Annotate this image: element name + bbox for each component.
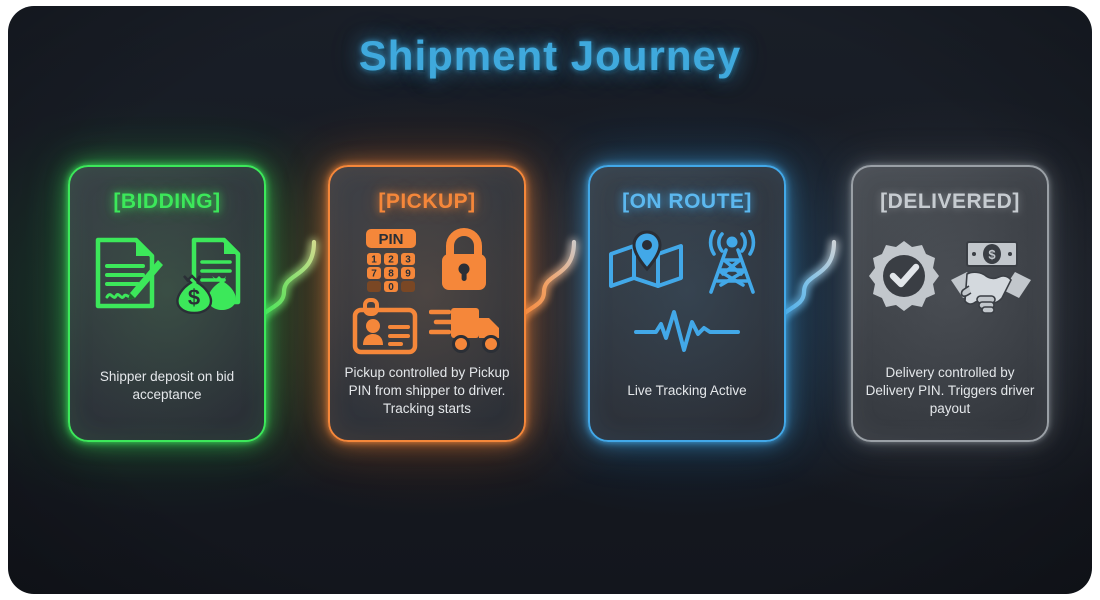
keypad-key-0: 0 [388, 282, 394, 292]
dark-panel: Shipment Journey [8, 6, 1092, 594]
signed-document-pen-icon [88, 232, 164, 314]
card-description-delivered: Delivery controlled by Delivery PIN. Tri… [865, 365, 1035, 416]
card-icons-pickup: PIN 1 2 3 7 8 [337, 226, 517, 356]
stage-card-pickup[interactable]: [PICKUP] PIN 1 2 3 [328, 165, 526, 442]
map-location-pin-icon [607, 230, 685, 294]
svg-text:$: $ [188, 285, 200, 310]
svg-text:$: $ [988, 247, 996, 262]
broadcast-tower-icon [697, 230, 767, 294]
keypad-key-1: 1 [371, 255, 377, 266]
page-title: Shipment Journey [358, 32, 742, 79]
card-icons-delivered: $ [860, 238, 1040, 314]
card-description-pickup: Pickup controlled by Pickup PIN from shi… [344, 365, 510, 416]
keypad-label: PIN [378, 231, 403, 248]
stage-card-bidding[interactable]: [BIDDING] [68, 165, 266, 442]
card-description-onroute: Live Tracking Active [627, 383, 747, 398]
pin-keypad-icon: PIN 1 2 3 7 8 [359, 226, 423, 292]
keypad-key-8: 8 [388, 269, 394, 280]
keypad-key-9: 9 [405, 269, 411, 280]
keypad-key-3: 3 [405, 255, 411, 266]
card-title-pickup: [PICKUP] [378, 190, 476, 213]
keypad-key-2: 2 [388, 255, 394, 266]
verified-check-badge-icon [867, 239, 941, 313]
keypad-key-7: 7 [371, 269, 377, 280]
pulse-waveform-icon [634, 308, 740, 354]
stage-card-delivered[interactable]: [DELIVERED] $ [851, 165, 1049, 442]
id-badge-icon [351, 298, 419, 356]
card-title-bidding: [BIDDING] [113, 190, 221, 213]
card-icons-bidding: $ [77, 232, 257, 314]
card-icons-onroute [597, 230, 777, 354]
delivery-truck-icon [429, 298, 503, 356]
handshake-payout-icon: $ [949, 238, 1033, 314]
stage-card-onroute[interactable]: [ON ROUTE] [588, 165, 786, 442]
card-title-delivered: [DELIVERED] [880, 190, 1020, 213]
money-bag-document-icon: $ [168, 232, 246, 314]
card-description-bidding: Shipper deposit on bid acceptance [99, 369, 235, 402]
padlock-icon [433, 226, 495, 292]
card-title-onroute: [ON ROUTE] [622, 190, 752, 213]
